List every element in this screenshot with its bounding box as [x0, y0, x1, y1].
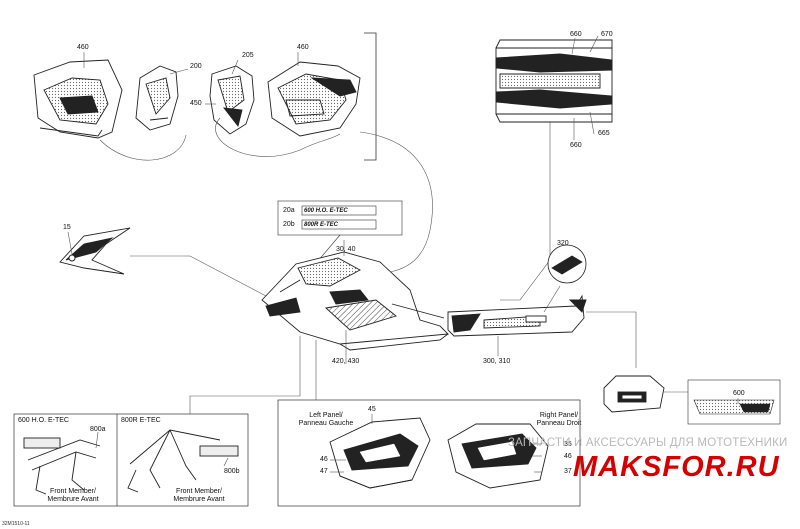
tunnel-side-leaders [497, 285, 637, 368]
main-leaders [315, 131, 433, 400]
top-panels-bracket [364, 32, 377, 161]
side-panel-205 [209, 65, 255, 135]
callout-600: 600 [733, 390, 745, 397]
watermark-brand-logo: MAKSFOR.RU [573, 451, 780, 483]
side-panel-200 [135, 65, 179, 131]
figure-reference-code: 32M1510-11 [2, 521, 30, 527]
callout-670: 670 [601, 31, 613, 38]
nose-leaders [67, 231, 267, 297]
right-panel-label: Right Panel/ Panneau Droit [536, 412, 582, 427]
main-body-assembly [261, 251, 449, 351]
callout-46-left: 46 [320, 456, 328, 463]
inset-title-800r: 800R E-TEC [121, 417, 161, 424]
panels-inset-box [277, 399, 581, 507]
callout-660-top: 660 [570, 31, 582, 38]
callout-300-310: 300, 310 [483, 358, 511, 365]
callout-800b: 800b [224, 468, 240, 475]
watermark-tagline: ЗАПЧАСТИ И АКСЕССУАРЫ ДЛЯ МОТОТЕХНИКИ [508, 437, 788, 449]
tunnel-side-300-310 [447, 294, 587, 337]
tunnel-leaders [500, 35, 599, 301]
callout-35: 35 [564, 441, 572, 448]
callout-46-right: 46 [564, 453, 572, 460]
front-nose-15 [59, 227, 131, 275]
decal-20b-text: 800R E-TEC [304, 222, 339, 228]
callout-420-430: 420, 430 [332, 358, 360, 365]
callout-450: 450 [190, 100, 202, 107]
front-member-label-right: Front Member/ Membrure Avant [173, 488, 225, 503]
callout-30-40: 30, 40 [336, 246, 356, 253]
decal-20a-text: 600 H.O. E-TEC [304, 208, 348, 214]
callout-20b: 20b [283, 221, 295, 228]
callout-665: 665 [598, 130, 610, 137]
flap-detail-box [687, 379, 781, 425]
callout-800a: 800a [90, 426, 106, 433]
callout-460-right: 460 [297, 44, 309, 51]
front-member-left-drawing [23, 431, 101, 495]
front-member-right-drawing [127, 429, 239, 493]
front-member-label-left: Front Member/ Membrure Avant [47, 488, 99, 503]
rear-flap-600 [603, 375, 688, 413]
callout-460-left: 460 [77, 44, 89, 51]
callout-205: 205 [242, 52, 254, 59]
callout-45: 45 [368, 406, 376, 413]
callout-320: 320 [557, 240, 569, 247]
side-panel-right-460 [267, 61, 361, 137]
callout-200: 200 [190, 63, 202, 70]
decal-320-circle [547, 244, 587, 284]
side-panel-left-460 [33, 59, 123, 139]
right-panel-drawing [447, 423, 549, 489]
tunnel-top-view [495, 39, 613, 123]
callout-37: 37 [564, 468, 572, 475]
callout-15: 15 [63, 224, 71, 231]
top-leaders [83, 52, 341, 161]
left-panel-label: Left Panel/ Panneau Gauche [298, 412, 354, 427]
inset-title-600-ho: 600 H.O. E-TEC [18, 417, 69, 424]
callout-660-bottom: 660 [570, 142, 582, 149]
left-panel-drawing [329, 417, 431, 489]
front-member-inset-box [13, 336, 301, 507]
panel-leaders [330, 414, 542, 473]
callout-47-left: 47 [320, 468, 328, 475]
callout-20a: 20a [283, 207, 295, 214]
